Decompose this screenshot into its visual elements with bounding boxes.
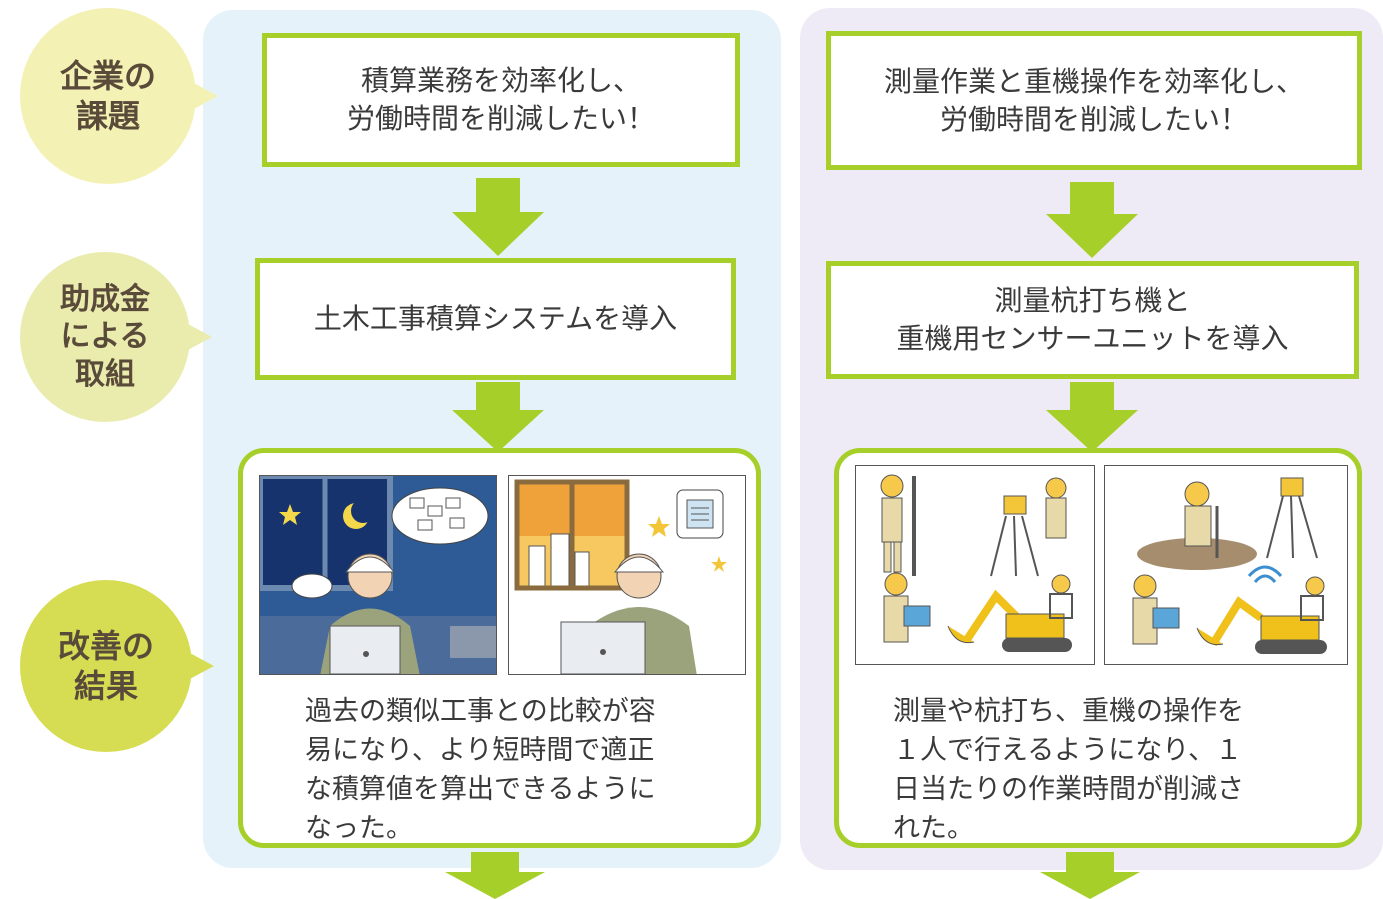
label-initiative: 助成金による取組: [20, 252, 212, 422]
single-operator-illustration: [1104, 465, 1348, 665]
down-arrow-icon: [445, 852, 545, 899]
label-challenge: 企業の課題: [20, 8, 218, 184]
down-arrow-icon: [1046, 182, 1138, 258]
left-initiative-box: 土木工事積算システムを導入: [255, 258, 736, 380]
down-arrow-icon: [1040, 852, 1140, 899]
left-result-box: 過去の類似工事との比較が容 易になり、より短時間で適正 な積算値を算出できるよう…: [238, 448, 761, 848]
down-arrow-icon: [452, 178, 544, 256]
left-result-text: 過去の類似工事との比較が容 易になり、より短時間で適正 な積算値を算出できるよう…: [305, 696, 656, 844]
right-result-text: 測量や杭打ち、重機の操作を １人で行えるようになり、１ 日当たりの作業時間が削減…: [893, 696, 1244, 844]
night-overtime-illustration: [259, 475, 497, 675]
survey-team-illustration: [855, 465, 1095, 665]
efficient-work-illustration: [508, 475, 746, 675]
down-arrow-icon: [452, 382, 544, 452]
left-challenge-box: 積算業務を効率化し、労働時間を削減したい！: [262, 33, 740, 167]
label-result: 改善の結果: [20, 580, 214, 752]
right-initiative-box: 測量杭打ち機と重機用センサーユニットを導入: [826, 261, 1359, 379]
right-challenge-box: 測量作業と重機操作を効率化し、労働時間を削減したい！: [826, 31, 1362, 170]
down-arrow-icon: [1046, 382, 1138, 452]
right-result-box: 測量や杭打ち、重機の操作を １人で行えるようになり、１ 日当たりの作業時間が削減…: [834, 448, 1362, 848]
